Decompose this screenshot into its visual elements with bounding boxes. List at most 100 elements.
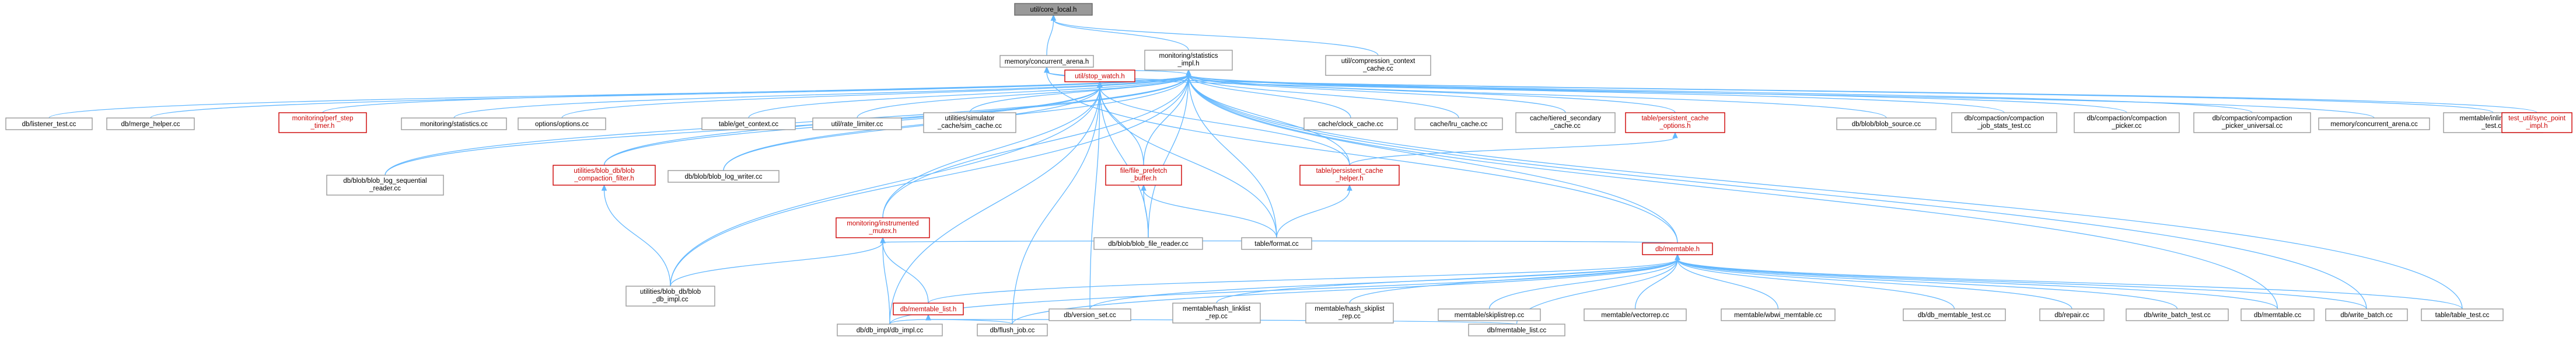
file-node-tformat[interactable]: table/format.cc	[1241, 237, 1312, 250]
file-node-stats[interactable]: monitoring/statistics_impl.h	[1144, 50, 1233, 71]
node-label: memory/concurrent_arena.h	[1005, 58, 1089, 65]
file-node-wbwi[interactable]: memtable/wbwi_memtable.cc	[1721, 308, 1836, 321]
file-node-bcf[interactable]: utilities/blob_db/blob_compaction_filter…	[553, 165, 656, 186]
file-node-blobsrc[interactable]: db/blob/blob_source.cc	[1836, 117, 1937, 130]
file-node-bseq[interactable]: db/blob/blob_log_sequential_reader.cc	[326, 175, 444, 196]
file-node-cpicker[interactable]: db/compaction/compaction_picker.cc	[2074, 112, 2180, 133]
node-box	[1721, 308, 1836, 321]
file-node-mtcc[interactable]: db/memtable.cc	[2241, 308, 2315, 321]
node-box	[999, 55, 1094, 68]
file-node-bfr[interactable]: db/blob/blob_file_reader.cc	[1093, 237, 1203, 250]
node-box	[1468, 324, 1565, 336]
node-label: memtable/hash_linklist	[1183, 305, 1251, 312]
dependency-edge	[1677, 259, 1955, 310]
dependency-edge	[1046, 19, 1054, 56]
dependency-edge	[1148, 74, 1189, 238]
file-node-pcopts[interactable]: table/persistent_cache_options.h	[1625, 112, 1725, 133]
file-node-merge[interactable]: db/merge_helper.cc	[106, 117, 195, 130]
node-label: monitoring/statistics.cc	[420, 121, 488, 128]
file-node-tiered[interactable]: cache/tiered_secondary_cache.cc	[1515, 112, 1616, 133]
file-node-perfstep[interactable]: monitoring/perf_step_timer.h	[278, 112, 367, 133]
node-label: table/persistent_cache	[1641, 115, 1708, 122]
edge-arrowhead	[1141, 184, 1147, 191]
file-node-instr[interactable]: monitoring/instrumented_mutex.h	[836, 217, 930, 238]
file-node-macc[interactable]: memory/concurrent_arena.cc	[2318, 117, 2430, 130]
file-node-memtable[interactable]: db/memtable.h	[1642, 242, 1713, 255]
node-label: db/blob/blob_source.cc	[1852, 121, 1921, 128]
file-node-ffpb[interactable]: file/file_prefetch_buffer.h	[1105, 165, 1182, 186]
dependency-edge	[1099, 86, 1350, 166]
node-box	[1064, 70, 1135, 82]
file-node-pch[interactable]: table/persistent_cache_helper.h	[1299, 165, 1400, 186]
node-box	[1625, 112, 1725, 133]
node-label: utilities/blob_db/blob	[640, 289, 701, 296]
node-label: _reader.cc	[369, 185, 401, 192]
file-node-dbimpl[interactable]: db/db_impl/db_impl.cc	[837, 324, 943, 336]
node-label: monitoring/perf_step	[292, 115, 354, 122]
dependency-edge	[48, 74, 1189, 119]
file-node-compress[interactable]: util/compression_context_cache.cc	[1325, 55, 1431, 76]
dependency-edge	[882, 242, 929, 304]
dependency-edge	[670, 86, 1100, 287]
file-node-cpu[interactable]: db/compaction/compaction_picker_universa…	[2193, 112, 2311, 133]
node-label: options/options.cc	[535, 121, 589, 128]
file-node-mem[interactable]: memory/concurrent_arena.h	[999, 55, 1094, 68]
dependency-edge	[1276, 189, 1350, 238]
node-label: db/compaction/compaction	[2213, 115, 2292, 122]
file-node-version[interactable]: db/version_set.cc	[1048, 308, 1131, 321]
file-node-ttt[interactable]: table/table_test.cc	[2421, 308, 2504, 321]
file-node-root[interactable]: util/core_local.h	[1014, 3, 1093, 16]
edge-arrowhead	[1672, 131, 1678, 138]
node-label: db/repair.cc	[2054, 312, 2089, 319]
file-node-blw[interactable]: db/blob/blob_log_writer.cc	[667, 170, 780, 183]
dependency-edge	[322, 74, 1189, 113]
file-node-mtlcc[interactable]: db/memtable_list.cc	[1468, 324, 1565, 336]
file-node-repair[interactable]: db/repair.cc	[2039, 308, 2105, 321]
node-label: monitoring/instrumented	[847, 220, 918, 227]
node-box	[977, 324, 1048, 336]
file-node-sklrep[interactable]: memtable/skiplistrep.cc	[1438, 308, 1541, 321]
file-node-ratelim[interactable]: util/rate_limiter.cc	[812, 117, 902, 130]
dependency-edge	[1677, 259, 1779, 310]
node-box	[923, 112, 1016, 133]
file-node-simcache[interactable]: utilities/simulator_cache/sim_cache.cc	[923, 112, 1016, 133]
node-label: util/core_local.h	[1030, 6, 1077, 13]
file-node-dbmt[interactable]: db/db_memtable_test.cc	[1903, 308, 2006, 321]
dependency-edge	[1349, 137, 1676, 166]
file-node-wbt[interactable]: db/write_batch_test.cc	[2126, 308, 2229, 321]
file-node-options[interactable]: options/options.cc	[518, 117, 606, 130]
file-node-stopwatch[interactable]: util/stop_watch.h	[1064, 70, 1135, 82]
file-node-clock[interactable]: cache/clock_cache.cc	[1303, 117, 1398, 130]
file-node-vecrep[interactable]: memtable/vectorrep.cc	[1584, 308, 1687, 321]
node-label: _job_stats_test.cc	[1977, 123, 2031, 130]
node-label: db/merge_helper.cc	[121, 121, 180, 128]
file-node-memlist[interactable]: db/memtable_list.h	[893, 303, 964, 315]
file-node-flush[interactable]: db/flush_job.cc	[977, 324, 1048, 336]
file-node-bdbi[interactable]: utilities/blob_db/blob_db_impl.cc	[625, 286, 715, 307]
file-node-hsl[interactable]: memtable/hash_skiplist_rep.cc	[1305, 303, 1394, 324]
node-label: cache/clock_cache.cc	[1318, 121, 1383, 128]
file-node-getctx[interactable]: table/get_context.cc	[701, 117, 796, 130]
node-label: db/blob/blob_log_sequential	[343, 178, 427, 185]
file-node-lru[interactable]: cache/lru_cache.cc	[1414, 117, 1503, 130]
dependency-edge	[1089, 86, 1100, 310]
dependency-edge	[1677, 259, 2463, 310]
file-node-listener[interactable]: db/listener_test.cc	[5, 117, 93, 130]
node-label: _picker.cc	[2111, 123, 2141, 130]
file-node-cjst[interactable]: db/compaction/compaction_job_stats_test.…	[1951, 112, 2057, 133]
node-label: db/listener_test.cc	[22, 121, 76, 128]
node-label: _cache/sim_cache.cc	[937, 123, 1002, 130]
dependency-edge	[670, 74, 1189, 287]
node-box	[1903, 308, 2006, 321]
file-node-hll[interactable]: memtable/hash_linklist_rep.cc	[1172, 303, 1261, 324]
file-node-statscc[interactable]: monitoring/statistics.cc	[401, 117, 507, 130]
node-label: db/compaction/compaction	[1965, 115, 2044, 122]
file-node-syncpt[interactable]: test_util/sync_point_impl.h	[2501, 112, 2572, 133]
dependency-edge	[1188, 74, 2463, 310]
node-box	[1241, 237, 1312, 250]
node-box	[2325, 308, 2408, 321]
file-node-wb[interactable]: db/write_batch.cc	[2325, 308, 2408, 321]
node-box	[893, 303, 964, 315]
dependency-edge	[1188, 74, 2367, 310]
node-label: cache/lru_cache.cc	[1430, 121, 1488, 128]
